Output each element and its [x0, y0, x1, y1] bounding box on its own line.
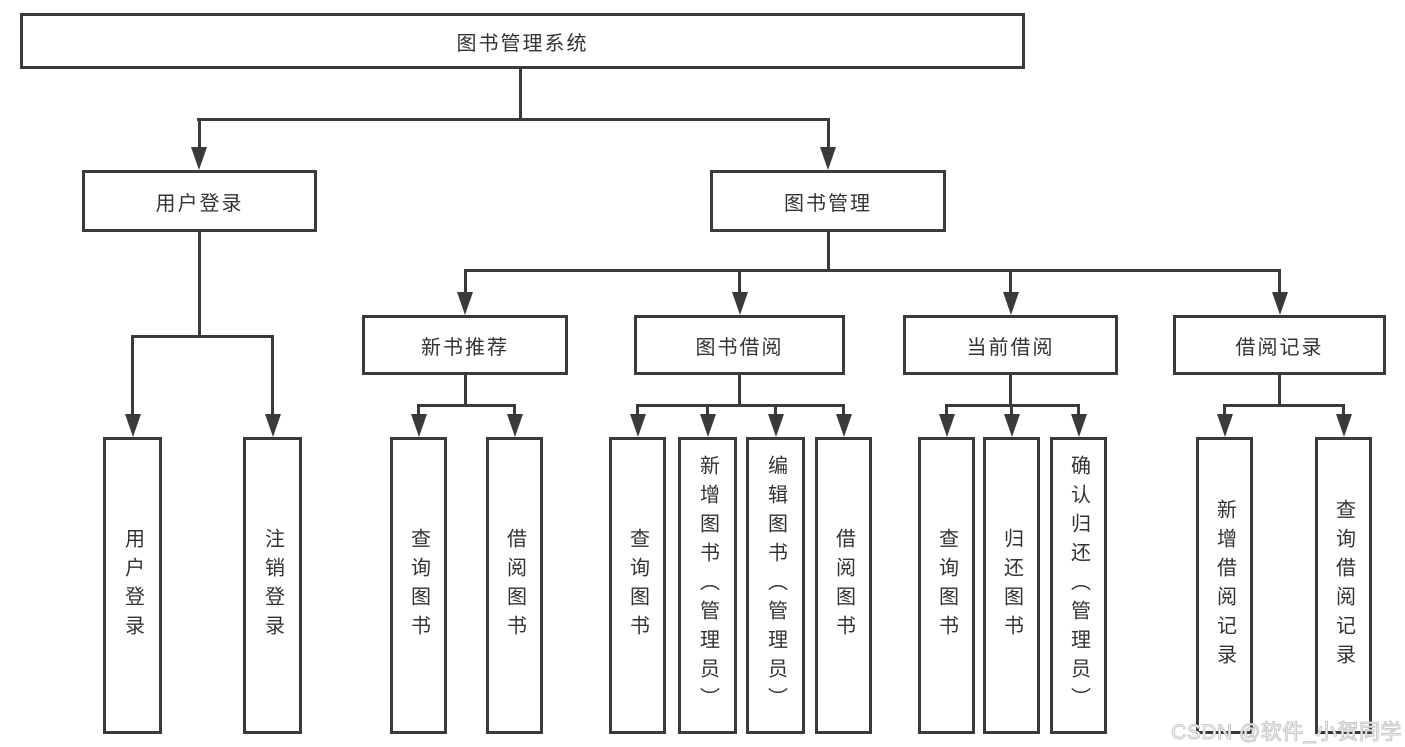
leaf-label: 查询图书 — [935, 527, 958, 644]
connector-line — [417, 404, 420, 416]
connector-line — [197, 118, 830, 121]
node-label: 图书管理系统 — [456, 32, 589, 55]
connector-line — [826, 232, 830, 269]
node-label: 图书管理 — [784, 192, 872, 215]
leaf-query-books-current: 查询图书 — [918, 437, 975, 734]
arrowhead-down-icon — [699, 414, 716, 437]
arrowhead-down-icon — [820, 147, 836, 170]
connector-line — [738, 269, 741, 293]
connector-line — [513, 404, 516, 416]
leaf-label: 注销登录 — [261, 527, 284, 644]
node-library-system-root: 图书管理系统 — [20, 13, 1025, 69]
leaf-label: 借阅图书 — [503, 527, 526, 644]
leaf-edit-books-admin: 编辑图书（管理员） — [746, 437, 805, 734]
connector-line — [636, 404, 845, 407]
node-label: 当前借阅 — [966, 336, 1055, 359]
leaf-logout: 注销登录 — [243, 437, 302, 734]
leaf-label: 新增图书（管理员） — [696, 455, 719, 716]
connector-line — [1223, 404, 1345, 407]
connector-line — [636, 404, 639, 416]
connector-line — [417, 404, 516, 407]
arrowhead-down-icon — [767, 414, 784, 437]
arrowhead-down-icon — [629, 414, 646, 437]
leaf-borrow-books: 借阅图书 — [815, 437, 872, 734]
connector-line — [463, 269, 1281, 272]
connector-line — [842, 404, 845, 416]
node-book-management: 图书管理 — [710, 170, 946, 232]
leaf-query-books-borrowing: 查询图书 — [609, 437, 666, 734]
node-label: 借阅记录 — [1235, 336, 1324, 359]
leaf-label: 编辑图书（管理员） — [764, 455, 787, 716]
connector-line — [131, 335, 274, 338]
connector-line — [197, 118, 201, 148]
connector-line — [1009, 375, 1012, 404]
connector-line — [1342, 404, 1345, 416]
leaf-borrow-books-recommend: 借阅图书 — [486, 437, 543, 734]
connector-line — [463, 269, 467, 293]
node-current-borrowing: 当前借阅 — [903, 315, 1118, 375]
leaf-label: 借阅图书 — [832, 527, 855, 644]
leaf-label: 查询图书 — [407, 527, 430, 644]
connector-line — [519, 69, 522, 118]
connector-line — [1278, 375, 1281, 404]
leaf-query-books-recommend: 查询图书 — [390, 437, 447, 734]
node-label: 新书推荐 — [421, 336, 509, 359]
leaf-query-borrow-record: 查询借阅记录 — [1315, 437, 1372, 734]
connector-line — [738, 375, 741, 404]
arrowhead-down-icon — [191, 147, 207, 170]
leaf-user-login: 用户登录 — [103, 437, 162, 734]
connector-line — [1278, 269, 1281, 293]
arrowhead-down-icon — [1271, 292, 1288, 315]
arrowhead-down-icon — [1216, 414, 1233, 437]
arrowhead-down-icon — [835, 414, 852, 437]
arrowhead-down-icon — [1070, 414, 1087, 437]
node-book-borrowing: 图书借阅 — [634, 315, 845, 375]
leaf-return-books: 归还图书 — [983, 437, 1040, 734]
leaf-label: 查询图书 — [626, 527, 649, 644]
arrowhead-down-icon — [506, 414, 523, 437]
leaf-label: 归还图书 — [1000, 527, 1023, 644]
connector-line — [131, 335, 134, 415]
node-new-book-recommend: 新书推荐 — [362, 315, 568, 375]
leaf-add-borrow-record: 新增借阅记录 — [1196, 437, 1253, 734]
leaf-confirm-return-admin: 确认归还（管理员） — [1050, 437, 1107, 734]
connector-line — [945, 404, 948, 416]
connector-line — [1077, 404, 1080, 416]
arrowhead-down-icon — [1335, 414, 1352, 437]
node-borrowing-records: 借阅记录 — [1173, 315, 1386, 375]
arrowhead-down-icon — [731, 292, 748, 315]
connector-line — [706, 404, 709, 416]
arrowhead-down-icon — [410, 414, 427, 437]
leaf-label: 新增借阅记录 — [1213, 498, 1236, 673]
arrowhead-down-icon — [457, 292, 473, 315]
leaf-label: 确认归还（管理员） — [1067, 455, 1090, 716]
arrowhead-down-icon — [1002, 292, 1019, 315]
connector-line — [463, 375, 467, 404]
node-label: 图书借阅 — [695, 336, 784, 359]
csdn-watermark: CSDN @软件_小贺同学 — [1171, 721, 1402, 745]
node-label: 用户登录 — [155, 192, 244, 215]
arrowhead-down-icon — [1003, 414, 1020, 437]
arrowhead-down-icon — [938, 414, 955, 437]
connector-line — [1223, 404, 1226, 416]
connector-line — [1009, 269, 1012, 293]
connector-line — [826, 118, 830, 148]
leaf-label: 查询借阅记录 — [1332, 498, 1355, 673]
connector-line — [774, 404, 777, 416]
leaf-label: 用户登录 — [121, 527, 144, 644]
leaf-add-books-admin: 新增图书（管理员） — [678, 437, 737, 734]
node-user-login: 用户登录 — [82, 170, 317, 232]
arrowhead-down-icon — [124, 414, 141, 437]
arrowhead-down-icon — [264, 414, 281, 437]
connector-line — [1010, 404, 1013, 416]
connector-line — [197, 232, 201, 335]
connector-line — [271, 335, 274, 415]
